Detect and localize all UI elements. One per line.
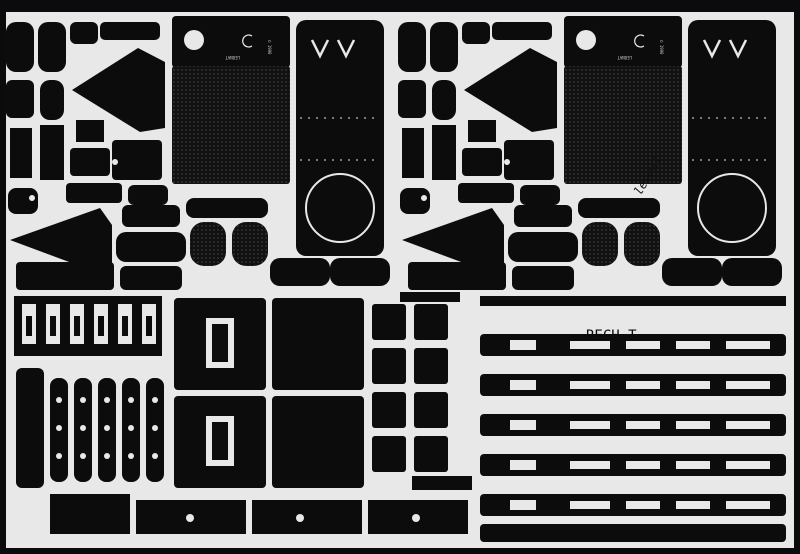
- track-link-column: [16, 368, 164, 488]
- bottom-strips: [50, 494, 468, 534]
- rail-parts: [480, 296, 786, 542]
- copyright-mark-right: © 1990: [659, 40, 664, 55]
- copyright-mark-left: © 1990: [267, 40, 272, 55]
- mirror-label-text: RECH T: [586, 328, 637, 344]
- fret-top-right-half: [396, 14, 784, 292]
- fret-top-left-half: [4, 14, 392, 292]
- small-links-top-row: [14, 296, 162, 356]
- square-plates: [174, 298, 364, 488]
- brand-mark-right: LEONAT: [617, 55, 632, 60]
- clamp-parts: [372, 292, 472, 490]
- brand-mark-left: LEONAT: [225, 55, 240, 60]
